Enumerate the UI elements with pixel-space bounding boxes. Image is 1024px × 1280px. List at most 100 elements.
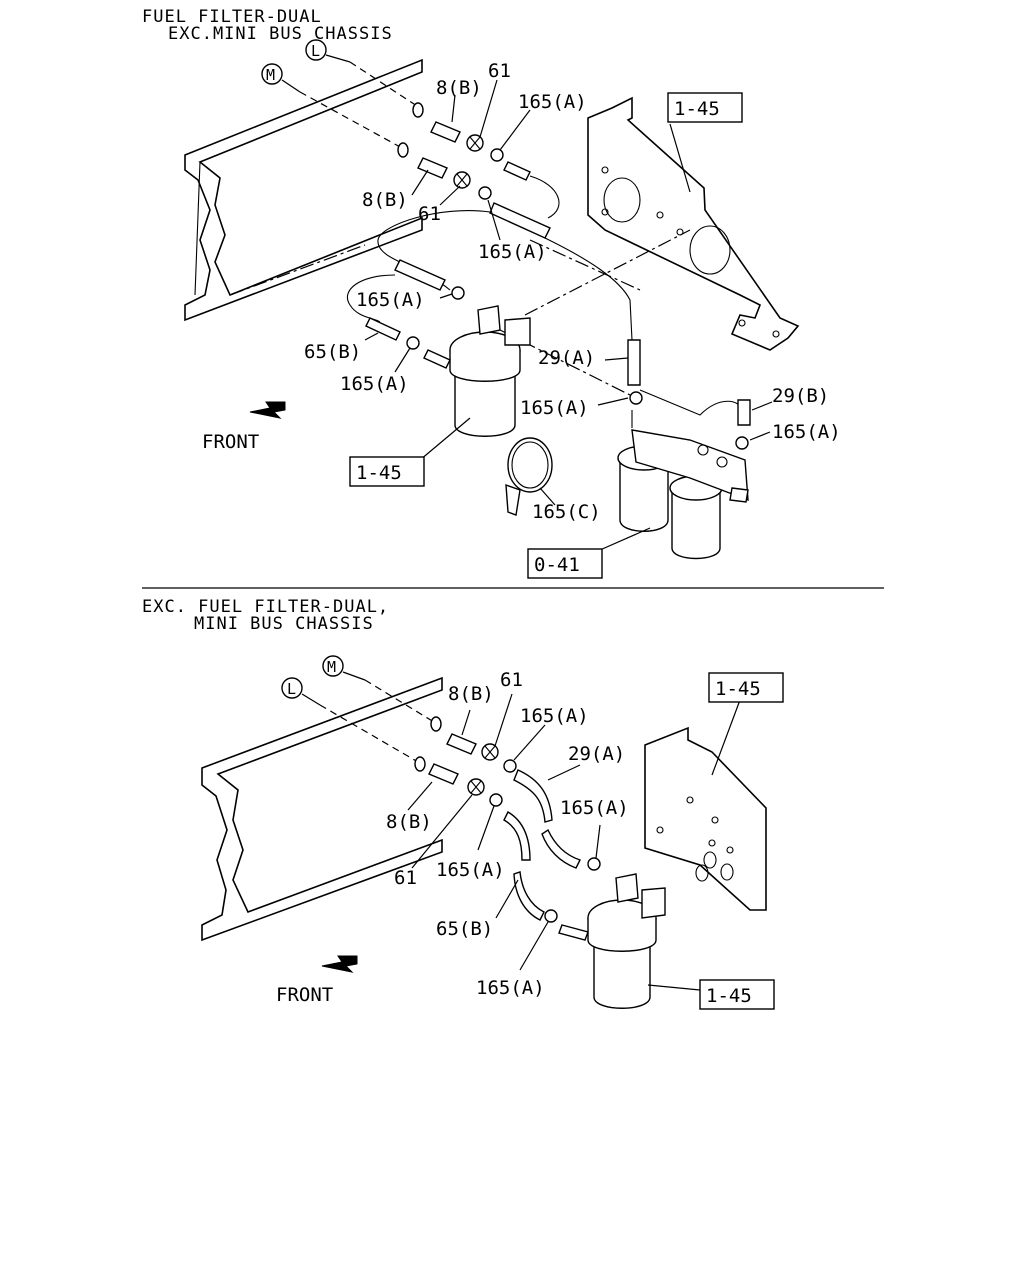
ref-box-filter-2: [699, 979, 775, 1010]
chassis-frame-rail-2: [201, 676, 443, 942]
mounting-bracket-2: [644, 726, 767, 911]
hose-65b-lower-2: [513, 871, 545, 921]
clamp-165a-middle: [478, 186, 492, 200]
section2-title-line1: EXC. FUEL FILTER-DUAL,: [142, 597, 389, 617]
clamp-165a-center: [629, 391, 643, 405]
label-61-middle: 61: [418, 203, 441, 225]
connector-8b-middle: [417, 157, 448, 179]
clamp-165a-low-2: [544, 909, 558, 923]
chassis-frame-rail-1: [184, 58, 423, 322]
dual-fuel-filter: [617, 410, 749, 560]
clamp-165a-mid-2: [489, 793, 503, 807]
circle-l-marker-2: L: [281, 677, 419, 763]
ref-box-bracket-1: [667, 92, 743, 123]
hose-29a-lower-2: [541, 828, 581, 869]
hose-stub-upper: [503, 161, 531, 181]
label-8b-middle-2: 8(B): [386, 811, 432, 833]
ref-box-dual-filter: [527, 548, 603, 579]
fuel-line-a: [529, 175, 560, 219]
section1: FUEL FILTER-DUAL EXC.MINI BUS CHASSIS L …: [142, 7, 841, 579]
svg-text:M: M: [327, 658, 336, 676]
label-65b-2: 65(B): [436, 918, 493, 940]
front-label-2: FRONT: [276, 984, 333, 1006]
centerline-3: [529, 239, 641, 291]
circle-m-marker-2: M: [322, 655, 435, 723]
label-8b-upper-2: 8(B): [448, 683, 494, 705]
frame-hole-upper-2: [430, 716, 442, 732]
label-165a-upper: 165(A): [518, 91, 587, 113]
connector-8b-middle-2: [428, 763, 459, 785]
frame-hole-upper: [412, 102, 424, 118]
label-165c: 165(C): [532, 501, 601, 523]
hose-65b-upper-2: [503, 811, 531, 861]
label-61-low-2: 61: [394, 867, 417, 889]
band-clamp-165c: [505, 437, 553, 516]
fuel-line-e: [639, 389, 743, 420]
ref-box-filter-1: [349, 456, 425, 487]
section2-title-line2: MINI BUS CHASSIS: [194, 614, 374, 634]
ref-bracket-1: 1-45: [674, 98, 720, 120]
label-8b-middle: 8(B): [362, 189, 408, 211]
label-61-upper-2: 61: [500, 669, 523, 691]
label-65b: 65(B): [304, 341, 361, 363]
clamp-165a-right-2: [587, 857, 601, 871]
section1-title-line2: EXC.MINI BUS CHASSIS: [168, 24, 393, 44]
label-29a-2: 29(A): [568, 743, 625, 765]
clamp-165a-left: [451, 286, 465, 300]
svg-text:M: M: [266, 66, 275, 84]
centerline-2: [524, 229, 691, 316]
clamp-165a-upper: [490, 148, 504, 162]
label-165a-right-2: 165(A): [560, 797, 629, 819]
label-29a: 29(A): [538, 347, 595, 369]
clamp-165a-low: [406, 336, 420, 350]
connector-8b-upper-2: [446, 733, 477, 755]
fuel-filter-single-2: [558, 873, 666, 1009]
label-165a-upper-2: 165(A): [520, 705, 589, 727]
clamp-165a-upper-2: [503, 759, 517, 773]
hose-left: [394, 259, 446, 291]
svg-text:L: L: [287, 680, 296, 698]
label-61-upper: 61: [488, 60, 511, 82]
label-165a-center: 165(A): [520, 397, 589, 419]
clip-61-low-2: [467, 778, 485, 796]
label-165a-mid-2: 165(A): [436, 859, 505, 881]
front-label-1: FRONT: [202, 431, 259, 453]
ref-dual-filter: 0-41: [534, 554, 580, 576]
clip-61-upper: [466, 134, 484, 152]
clip-61-middle: [453, 171, 471, 189]
circle-m-marker: M: [261, 63, 403, 149]
tube-29a: [627, 339, 641, 386]
clip-61-upper-2: [481, 743, 499, 761]
label-8b-upper: 8(B): [436, 77, 482, 99]
connector-8b-upper: [430, 121, 461, 143]
ref-filter-2: 1-45: [706, 985, 752, 1007]
tube-29b: [737, 399, 751, 426]
front-arrow-1: FRONT: [202, 401, 286, 453]
hose-middle: [489, 202, 551, 239]
frame-hole-lower-2: [414, 756, 426, 772]
label-165a-low-2: 165(A): [476, 977, 545, 999]
svg-text:L: L: [311, 42, 320, 60]
front-arrow-2: FRONT: [276, 955, 358, 1006]
circle-l-marker: L: [305, 39, 421, 109]
ref-box-bracket-2: [708, 672, 784, 703]
section1-title-line1: FUEL FILTER-DUAL: [142, 7, 322, 27]
fuel-filter-single-1: [423, 305, 531, 437]
label-165a-low: 165(A): [340, 373, 409, 395]
mounting-bracket-1: [587, 96, 800, 351]
ref-filter-1: 1-45: [356, 462, 402, 484]
section2: EXC. FUEL FILTER-DUAL, MINI BUS CHASSIS …: [142, 597, 784, 1010]
hose-29a-2: [513, 769, 553, 823]
frame-hole-lower: [397, 142, 409, 158]
label-165a-right: 165(A): [772, 421, 841, 443]
label-165a-middle: 165(A): [478, 241, 547, 263]
fuel-line-d: [544, 237, 633, 341]
label-165a-left: 165(A): [356, 289, 425, 311]
centerline-1: [229, 244, 366, 296]
clamp-165a-right: [735, 436, 749, 450]
label-29b: 29(B): [772, 385, 829, 407]
ref-bracket-2: 1-45: [715, 678, 761, 700]
hose-65b: [365, 317, 401, 341]
